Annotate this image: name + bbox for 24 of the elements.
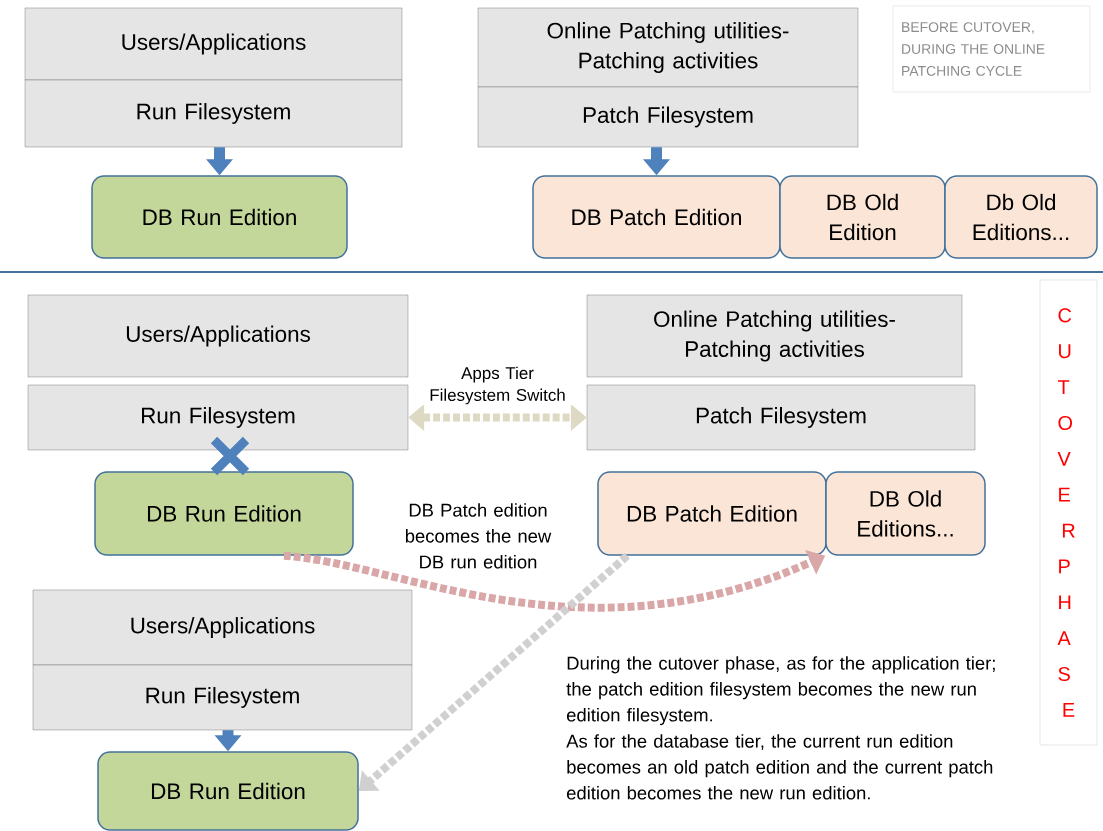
layer-box: Run Filesystem	[32, 664, 413, 731]
database-box: DB Run Edition	[91, 175, 348, 259]
database-box: DB Patch Edition	[597, 471, 827, 556]
phase-box: CUTOVER PHASE	[1039, 279, 1098, 746]
database-box: DB Run Edition	[97, 751, 359, 831]
database-box: DB Patch Edition	[532, 175, 781, 259]
paragraph-text: As for the database tier, the current run edition becomes an old patch edition and the current patch edition becomes the new run edition.	[566, 734, 993, 800]
layer-box: Users/Applications	[27, 294, 409, 378]
layer-box: Online Patching utilities- Patching activities	[477, 7, 859, 88]
database-box: Db Old Editions...	[944, 175, 1098, 259]
database-box: DB Old Edition	[779, 175, 946, 259]
layer-box: Run Filesystem	[24, 79, 403, 148]
layer-box: Patch Filesystem	[477, 86, 859, 148]
layer-box: Patch Filesystem	[586, 384, 976, 451]
paragraph-text: During the cutover phase, as for the application tier; the patch edition filesystem becomes the new run edition filesystem.	[566, 656, 995, 726]
annotation-text: DB Patch edition becomes the new DB run edition	[405, 503, 552, 569]
layer-box: Users/Applications	[32, 589, 413, 666]
layer-box: Run Filesystem	[27, 384, 409, 451]
layer-box: Online Patching utilities- Patching activities	[586, 294, 963, 378]
layer-box: Users/Applications	[24, 7, 403, 81]
note-box: BEFORE CUTOVER, DURING THE ONLINE PATCHING CYCLE	[892, 5, 1091, 93]
database-box: DB Run Edition	[94, 471, 354, 556]
database-box: DB Old Editions...	[825, 471, 986, 556]
edge-label: Apps Tier Filesystem Switch	[430, 366, 565, 405]
